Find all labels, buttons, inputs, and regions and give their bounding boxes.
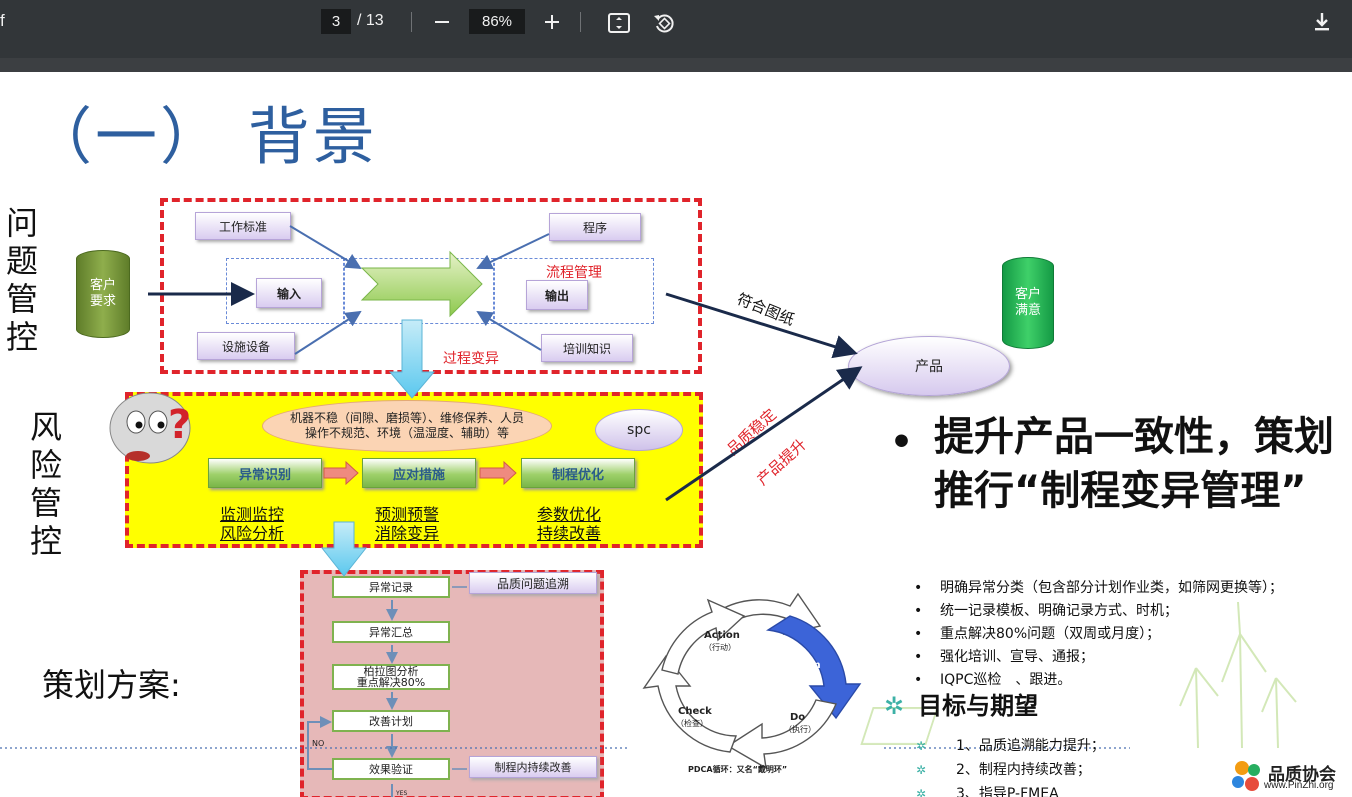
pdca-caption: PDCA循环：又名“戴明环” (688, 764, 787, 774)
strategy-item: •明确异常分类（包含部分计划作业类，如筛网更换等）； (914, 580, 1283, 596)
toolbar-divider (580, 12, 581, 32)
output-region (494, 258, 654, 324)
flow-step-summary: 异常汇总 (332, 621, 450, 643)
customer-requirement-cylinder: 客户要求 (76, 250, 130, 338)
pdca-plan: Plan (796, 660, 821, 671)
box-continuous-improve: 制程内持续改善 (469, 756, 597, 778)
rotate-button[interactable] (650, 9, 678, 37)
flow-step-verify: 效果验证 (332, 758, 450, 780)
pdca-action: Action (704, 630, 740, 641)
toolbar-shadow (0, 58, 1352, 72)
flow-yes-label: YES (396, 790, 408, 797)
input-region (226, 258, 344, 324)
toolbar-divider (411, 12, 412, 32)
label-risk-control: 风险管控 (29, 408, 62, 560)
headline-bullet: • (890, 422, 914, 463)
fit-page-icon (608, 13, 630, 33)
spc-ellipse: spc (595, 409, 683, 451)
logo-name: 品质协会 (1268, 765, 1336, 785)
page-number-input[interactable]: 3 (321, 9, 351, 34)
fit-page-button[interactable] (605, 9, 633, 37)
pinzhi-logo-icon (1232, 761, 1260, 791)
box-program: 程序 (549, 213, 641, 241)
pdca-action-cn: （行动） (704, 642, 736, 652)
gear-bullet-icon: ✲ (916, 787, 927, 797)
label-problem-control: 问题管控 (5, 204, 38, 356)
gear-bullet-icon: ✲ (916, 739, 927, 753)
label-param: 参数优化持续改善 (536, 505, 601, 543)
pdca-cycle: Action （行动） Plan （计划） Check （检查） Do （执行）… (642, 592, 862, 774)
label-monitor: 监测监控风险分析 (219, 505, 284, 543)
box-work-standard: 工作标准 (195, 212, 291, 240)
diagram-connectors: ? (0, 225, 1297, 797)
goal-item: ✲1、品质追溯能力提升； (916, 734, 1105, 758)
strategy-item: •强化培训、宣导、通报； (914, 649, 1094, 665)
gear-bullet-icon: ✲ (916, 763, 927, 777)
strategy-list: •明确异常分类（包含部分计划作业类，如筛网更换等）； •统一记录模板、明确记录方… (914, 577, 1283, 692)
strategy-item: •重点解决80%问题（双周或月度）； (914, 626, 1161, 642)
strategy-item: •IQPC巡检 、跟进。 (914, 672, 1072, 688)
download-icon (1315, 13, 1329, 31)
pdf-toolbar: f 3 / 13 86% (0, 0, 1352, 58)
rotate-icon (654, 14, 674, 33)
flow-management-label: 流程管理 (546, 265, 602, 281)
page-total: / 13 (357, 12, 384, 29)
box-facilities: 设施设备 (197, 332, 295, 360)
goal-item: ✲3、指导P-FMEA (916, 782, 1105, 797)
page-title: （一） 背景 (30, 100, 378, 173)
goals-heading: ✲目标与期望 (884, 692, 1039, 720)
minus-icon (435, 21, 449, 23)
pdca-do: Do (790, 712, 805, 723)
goal-item: ✲2、制程内持续改善； (916, 758, 1105, 782)
download-button[interactable] (1308, 8, 1336, 36)
zoom-level-input[interactable]: 86% (469, 9, 525, 34)
flow-step-plan: 改善计划 (332, 710, 450, 732)
goals-list: ✲1、品质追溯能力提升； ✲2、制程内持续改善； ✲3、指导P-FMEA (916, 734, 1105, 797)
box-input: 输入 (256, 278, 322, 308)
zoom-in-button[interactable] (540, 9, 564, 35)
box-abnormal-identify: 异常识别 (208, 458, 322, 488)
zoom-out-button[interactable] (430, 9, 454, 35)
pdca-do-cn: （执行） (784, 724, 816, 734)
pdca-check: Check (678, 706, 712, 717)
headline-text: 提升产品一致性，策划推行“制程变异管理” (934, 414, 1334, 514)
svg-text:?: ? (168, 402, 191, 448)
file-title: f (0, 11, 5, 30)
customer-satisfaction-cylinder: 客户满意 (1002, 257, 1054, 349)
machine-causes-ellipse: 机器不稳（间隙、磨损等）、维修保养、人员操作不规范、环境（温湿度、辅助）等 (262, 400, 552, 452)
product-ellipse: 产品 (848, 336, 1010, 396)
pdf-page: （一） 背景 问题管控 风险管控 策划方案: 工作标准 程序 输入 输出 设施设… (0, 72, 1352, 797)
flow-step-record: 异常记录 (332, 576, 450, 598)
logo-url[interactable]: www.PinZhi.org (1264, 780, 1334, 791)
pdca-check-cn: （检查） (676, 718, 708, 728)
process-variation-label: 过程变异 (443, 351, 499, 367)
box-countermeasure: 应对措施 (362, 458, 476, 488)
box-process-optimize: 制程优化 (521, 458, 635, 488)
box-quality-trace: 品质问题追溯 (469, 572, 597, 594)
gear-bullet-icon: ✲ (884, 692, 905, 720)
flow-step-pareto: 柏拉图分析重点解决80% (332, 664, 450, 690)
pdca-plan-cn: （计划） (792, 672, 824, 682)
strategy-item: •统一记录模板、明确记录方式、时机； (914, 603, 1178, 619)
label-predict: 预测预警消除变异 (374, 505, 439, 543)
box-output: 输出 (526, 280, 588, 310)
box-training: 培训知识 (541, 334, 633, 362)
plus-icon (545, 15, 559, 29)
flow-no-label: NO (312, 739, 325, 748)
label-plan: 策划方案: (42, 666, 181, 704)
